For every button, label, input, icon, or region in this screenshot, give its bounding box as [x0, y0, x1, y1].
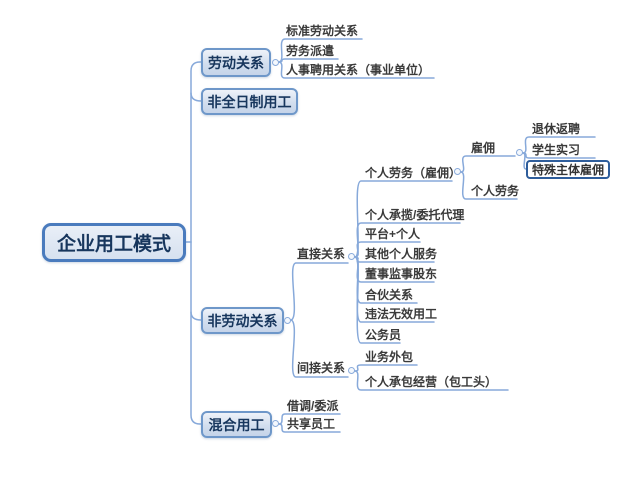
toggle-indirect-relation[interactable] [348, 367, 355, 374]
toggle-mixed-employment[interactable] [272, 420, 279, 427]
leaf-personnel-appointment[interactable]: 人事聘用关系（事业单位） [286, 63, 431, 77]
node-indirect-relation[interactable]: 间接关系 [297, 361, 346, 375]
toggle-employment[interactable] [516, 149, 523, 156]
branch-mixed-employment[interactable]: 混合用工 [201, 411, 272, 438]
toggle-labor-relations[interactable] [272, 59, 279, 66]
leaf-personal-service[interactable]: 个人劳务 [471, 184, 520, 198]
leaf-retiree-rehire[interactable]: 退休返聘 [532, 122, 581, 136]
node-special-subject-employment[interactable]: 特殊主体雇佣 [526, 160, 610, 179]
leaf-civil-servant[interactable]: 公务员 [365, 328, 402, 342]
leaf-directors-supervisors-shareholders[interactable]: 董事监事股东 [365, 267, 438, 281]
node-direct-relation[interactable]: 直接关系 [297, 247, 346, 261]
branch-non-labor-relations[interactable]: 非劳动关系 [201, 307, 284, 334]
leaf-labor-dispatch[interactable]: 劳务派遣 [286, 44, 335, 58]
leaf-personal-contract-agency[interactable]: 个人承揽/委托代理 [365, 208, 465, 222]
node-employment[interactable]: 雇佣 [471, 141, 496, 155]
root-node[interactable]: 企业用工模式 [42, 223, 186, 262]
toggle-personal-service-employment[interactable] [454, 168, 461, 175]
leaf-business-outsourcing[interactable]: 业务外包 [365, 350, 414, 364]
toggle-non-labor-relations[interactable] [284, 317, 291, 324]
branch-labor-relations[interactable]: 劳动关系 [201, 48, 271, 77]
leaf-standard-labor-relation[interactable]: 标准劳动关系 [286, 24, 359, 38]
node-personal-service-employment[interactable]: 个人劳务（雇佣） [365, 166, 462, 180]
branch-part-time-employment[interactable]: 非全日制用工 [201, 88, 298, 115]
leaf-secondment[interactable]: 借调/委派 [287, 399, 339, 413]
leaf-student-internship[interactable]: 学生实习 [532, 143, 581, 157]
leaf-partnership-relation[interactable]: 合伙关系 [365, 288, 414, 302]
leaf-illegal-invalid-employment[interactable]: 违法无效用工 [365, 307, 438, 321]
toggle-direct-relation[interactable] [348, 253, 355, 260]
leaf-platform-individual[interactable]: 平台+个人 [365, 227, 421, 241]
leaf-personal-contract-operation[interactable]: 个人承包经营（包工头） [365, 375, 498, 389]
leaf-shared-employee[interactable]: 共享员工 [287, 417, 336, 431]
leaf-other-personal-services[interactable]: 其他个人服务 [365, 247, 438, 261]
